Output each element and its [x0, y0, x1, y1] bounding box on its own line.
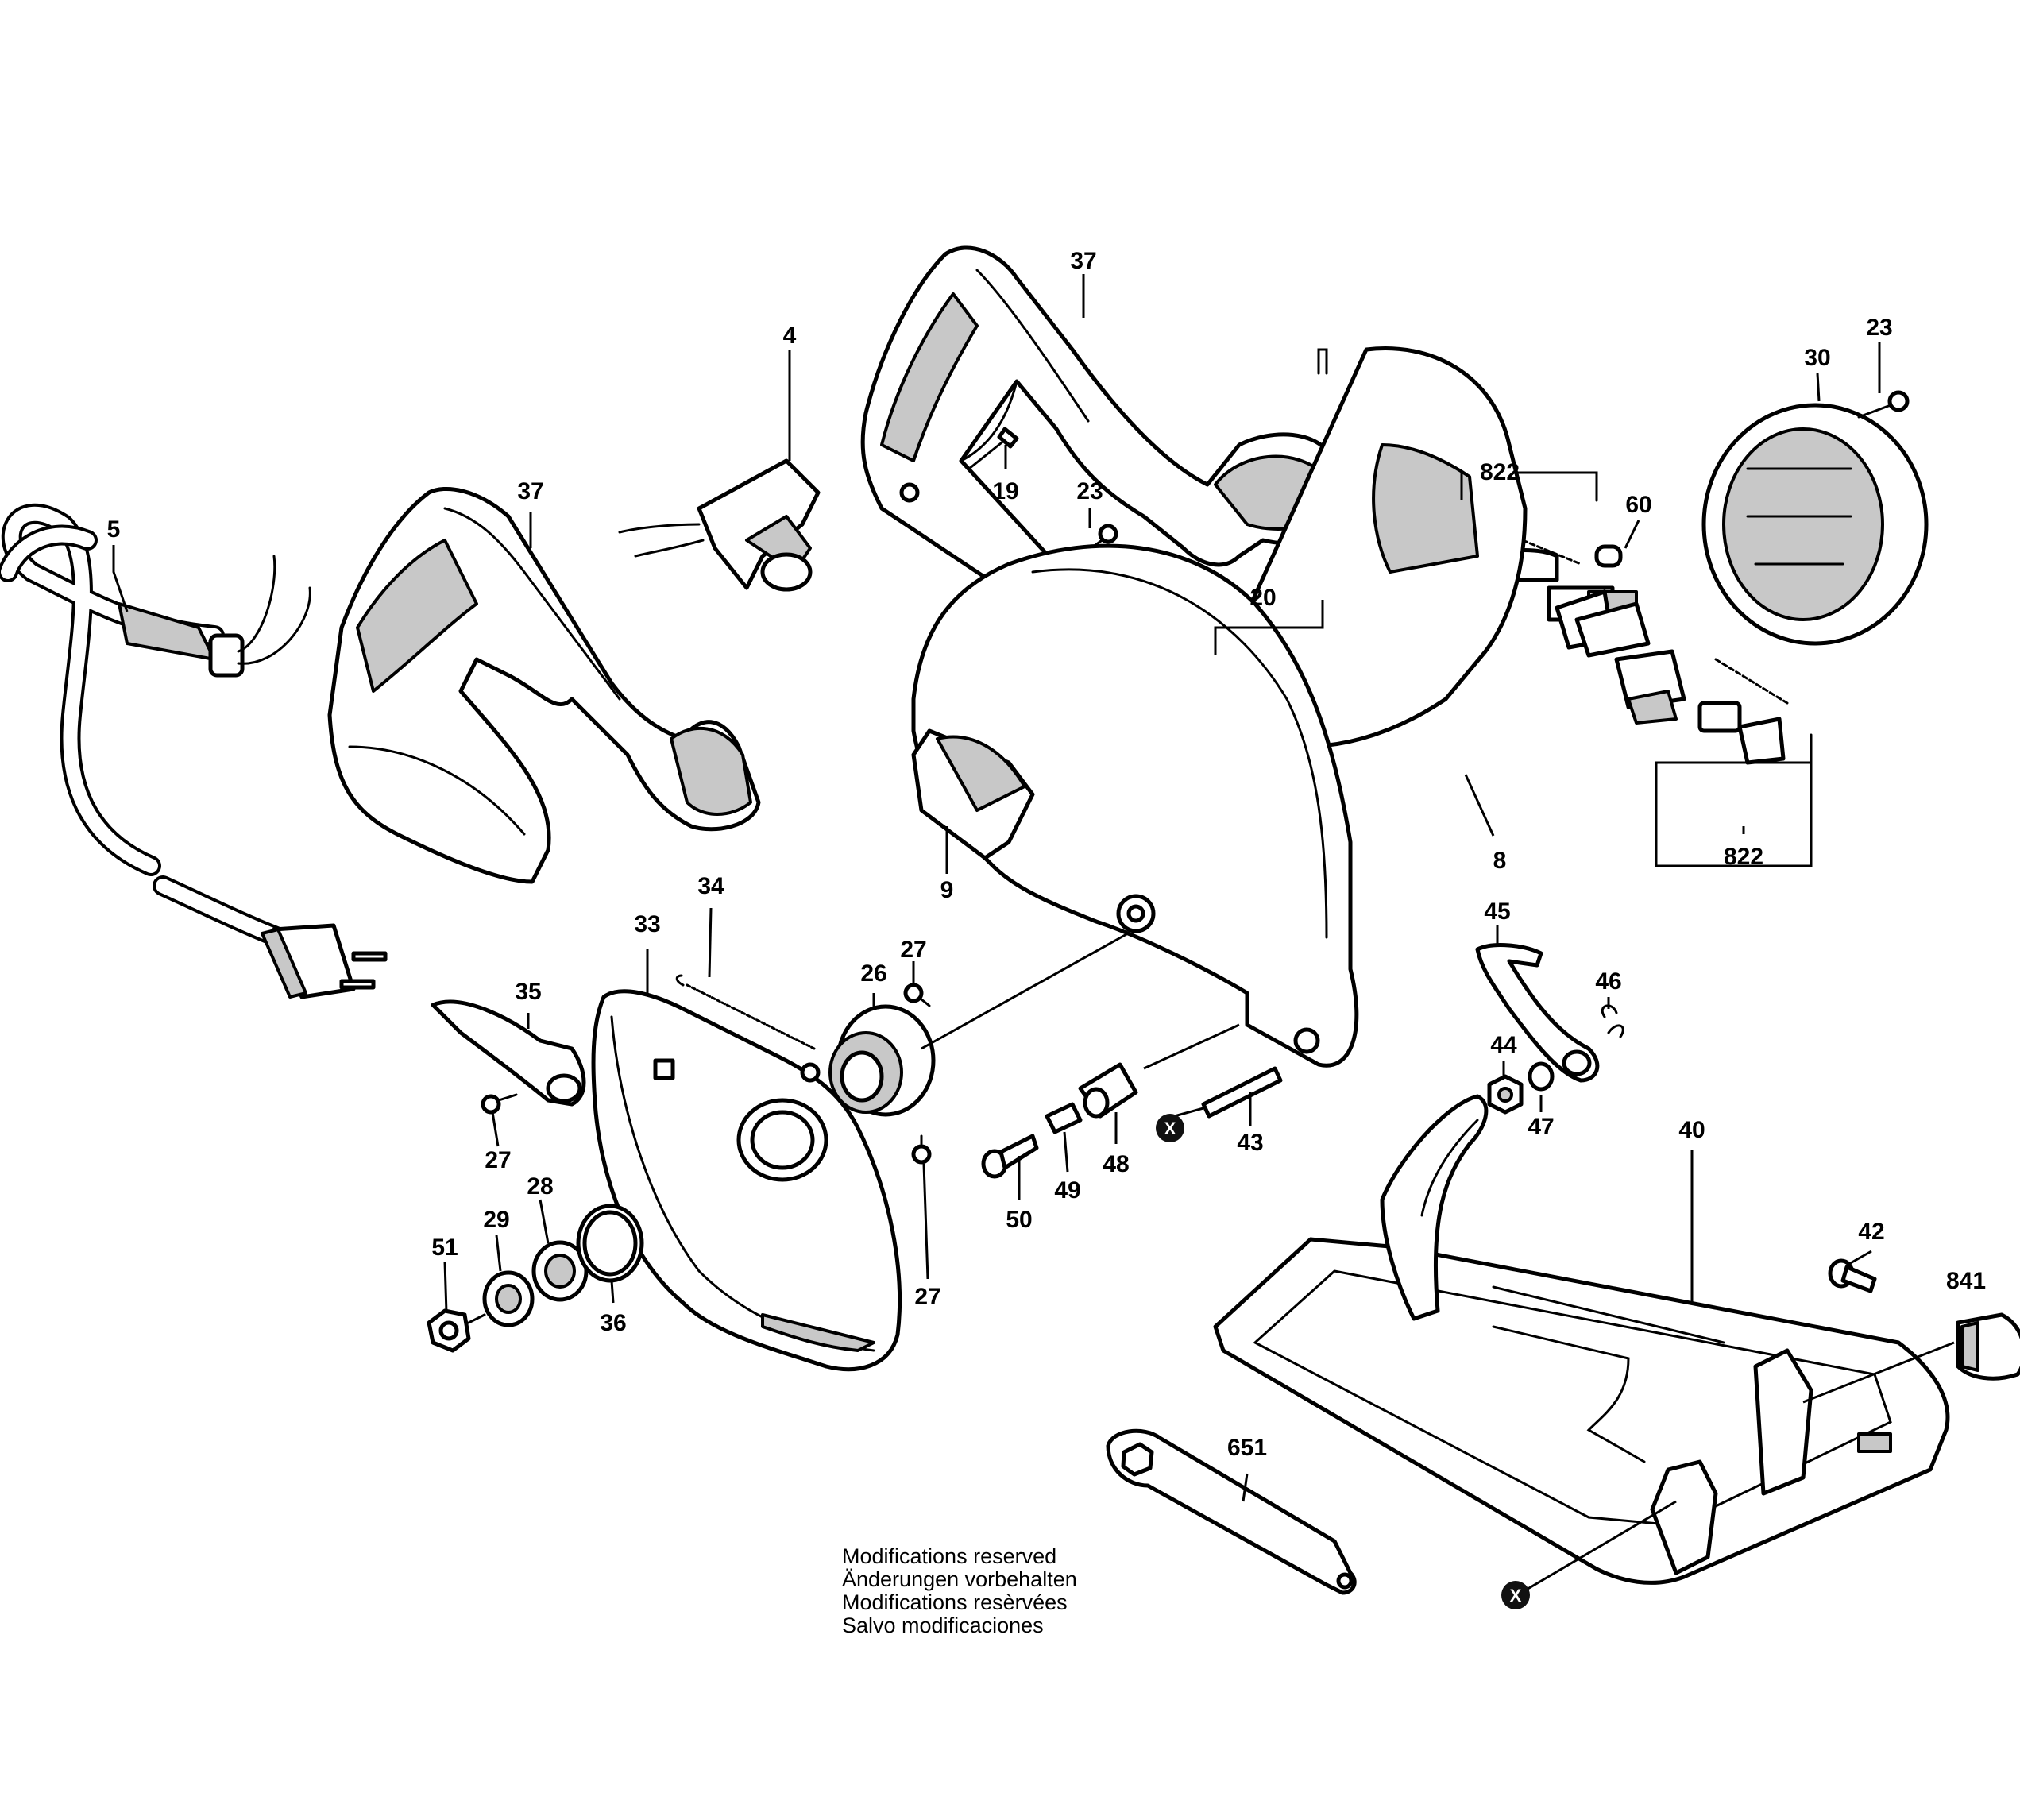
callout-30: 30	[1804, 345, 1830, 371]
callout-33: 33	[634, 911, 660, 937]
part-822-brush-holder-lower	[1614, 649, 1813, 867]
part-51-arbor-bolt	[427, 1308, 486, 1353]
callout-29: 29	[483, 1207, 509, 1233]
callout-841: 841	[1946, 1268, 1986, 1294]
leader-36	[610, 1280, 615, 1304]
callout-27b: 27	[485, 1147, 511, 1173]
leader-651	[1242, 1473, 1249, 1502]
callout-47: 47	[1528, 1114, 1554, 1140]
part-35-lever	[431, 999, 586, 1107]
part-27-screw-a	[903, 983, 931, 1007]
svg-text:X: X	[1164, 1119, 1176, 1138]
callout-20: 20	[1249, 585, 1276, 611]
part-19-screw	[968, 427, 1019, 470]
leader-49	[1063, 1131, 1069, 1173]
callout-37a: 37	[517, 478, 543, 504]
callout-35: 35	[515, 979, 541, 1005]
part-43-pin	[1143, 1023, 1283, 1122]
part-49-bushing	[1045, 1102, 1083, 1134]
callout-8: 8	[1493, 848, 1507, 874]
part-44-nut	[1487, 1074, 1524, 1115]
callout-44: 44	[1490, 1032, 1517, 1058]
part-37-handle-left	[327, 486, 761, 884]
part-28-washer	[531, 1240, 589, 1302]
callout-23a: 23	[1076, 478, 1103, 504]
callout-48: 48	[1103, 1151, 1129, 1177]
callout-23b: 23	[1866, 315, 1892, 341]
leader-60	[1624, 520, 1640, 549]
callout-4: 4	[783, 323, 797, 349]
callout-37b: 37	[1070, 248, 1096, 274]
leader-x-base	[1524, 1500, 1677, 1592]
callout-27a: 27	[900, 937, 926, 963]
callout-46: 46	[1595, 968, 1621, 995]
callout-5: 5	[107, 516, 121, 543]
part-27-screw-c	[911, 1134, 932, 1165]
part-9-upper-blade-guard	[911, 543, 1359, 1068]
callout-28: 28	[527, 1173, 553, 1200]
callout-651: 651	[1227, 1435, 1267, 1461]
part-651-wrench	[1106, 1428, 1357, 1595]
notice-line-es: Salvo modificaciones	[842, 1613, 1044, 1637]
part-45-depth-lever	[1475, 943, 1600, 1083]
part-5-power-cord	[0, 504, 388, 999]
leader-34	[708, 907, 713, 978]
callout-49: 49	[1054, 1177, 1080, 1204]
part-60-cap	[1594, 544, 1623, 568]
part-48-bushing	[1078, 1062, 1138, 1119]
part-4-switch	[618, 458, 821, 592]
part-47-washer	[1528, 1061, 1555, 1092]
leader-28	[539, 1199, 550, 1244]
leader-8	[1464, 774, 1495, 837]
part-23-screw-endcap	[1857, 390, 1910, 419]
leader-20	[1214, 600, 1324, 655]
callout-27c: 27	[914, 1284, 940, 1310]
x-marker-right: X	[1501, 1581, 1530, 1609]
callout-51: 51	[431, 1235, 458, 1261]
part-30-end-cap	[1701, 403, 1929, 646]
callout-34: 34	[697, 873, 724, 899]
leader-51	[443, 1261, 448, 1313]
notice-line-en: Modifications reserved	[842, 1544, 1057, 1568]
part-822-brush-holder-upper	[1443, 471, 1651, 658]
part-36-ring	[576, 1204, 644, 1283]
part-40-base-plate	[1213, 1094, 1950, 1585]
part-50-bolt	[981, 1134, 1039, 1179]
leader-27c	[922, 1163, 929, 1280]
leader-841	[1802, 1341, 1955, 1404]
part-29-washer	[482, 1270, 535, 1327]
svg-text:X: X	[1510, 1586, 1522, 1606]
callout-9: 9	[940, 877, 954, 903]
leader-42	[1847, 1250, 1872, 1266]
part-42-screw	[1828, 1258, 1877, 1293]
part-27-screw-d	[800, 1062, 821, 1083]
part-46-clip	[1601, 1004, 1624, 1038]
notice-line-de: Änderungen vorbehalten	[842, 1567, 1077, 1591]
modifications-notice: Modifications reserved Änderungen vorbeh…	[842, 1545, 1077, 1637]
callout-40: 40	[1678, 1117, 1705, 1143]
callout-26: 26	[860, 960, 886, 987]
part-33-lower-blade-guard	[591, 989, 902, 1372]
callout-50: 50	[1006, 1207, 1032, 1233]
callout-42: 42	[1858, 1219, 1884, 1245]
leader-5	[112, 545, 129, 612]
callout-19: 19	[992, 478, 1018, 504]
leader-27b	[491, 1111, 500, 1147]
part-841-knob	[1956, 1312, 2020, 1381]
callout-822b: 822	[1724, 844, 1763, 870]
callout-822a: 822	[1480, 459, 1520, 485]
part-34-spring	[675, 974, 816, 1050]
callout-60: 60	[1625, 492, 1651, 518]
part-27-screw-b	[481, 1093, 518, 1115]
callout-36: 36	[600, 1310, 626, 1336]
part-26-flange	[828, 932, 1129, 1117]
callout-43: 43	[1237, 1130, 1263, 1156]
notice-line-fr: Modifications resèrvées	[842, 1590, 1068, 1614]
leader-29	[495, 1235, 502, 1272]
part-8-motor-housing	[1210, 346, 1528, 749]
callout-45: 45	[1484, 898, 1510, 925]
leader-30	[1816, 373, 1821, 402]
x-marker-left: X	[1156, 1114, 1184, 1142]
